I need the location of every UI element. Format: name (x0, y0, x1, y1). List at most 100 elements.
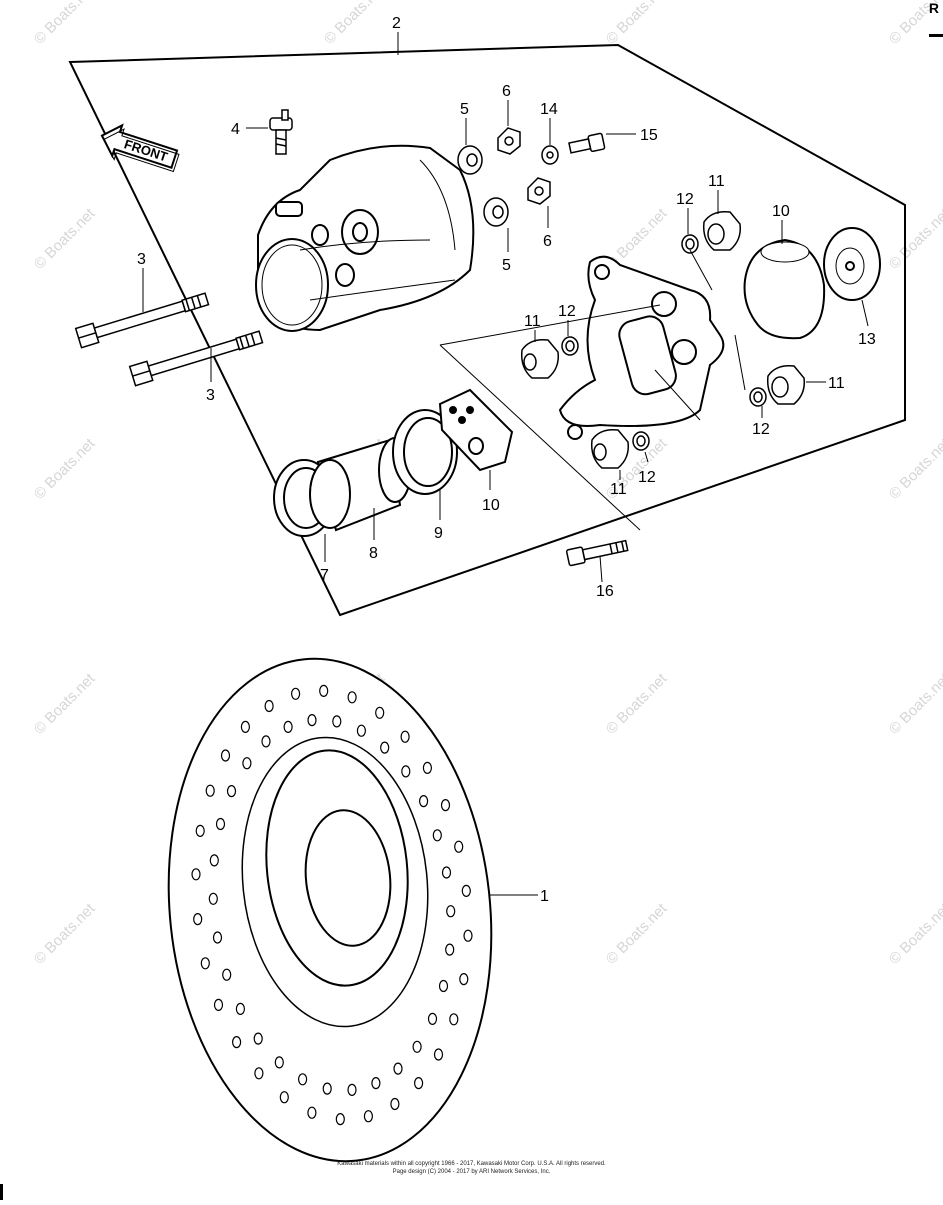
disc-hole (209, 854, 219, 867)
leader-line (689, 249, 713, 291)
watermark: © Boats.net (31, 435, 99, 503)
disc-hole (438, 979, 449, 993)
callout-3: 3 (137, 251, 146, 268)
callout-16: 16 (596, 583, 614, 600)
watermark: © Boats.net (31, 900, 99, 968)
caliper-bracket (558, 255, 725, 440)
disc-hole (363, 1110, 373, 1123)
callout-13: 13 (858, 331, 876, 348)
disc-hole (380, 741, 390, 754)
disc-hole (347, 1083, 357, 1097)
disc-hole (193, 912, 203, 926)
disc-hole (401, 765, 411, 778)
dust-boot (743, 238, 826, 340)
disc-hole (461, 884, 471, 898)
leader-line (654, 369, 701, 421)
watermark: © Boats.net (886, 435, 943, 503)
disc-hole (322, 1082, 332, 1095)
disc-hole (274, 1056, 284, 1069)
caliper-body (255, 144, 475, 332)
disc-hole (191, 868, 201, 881)
disc-hole (400, 730, 410, 743)
disc-hole (371, 1076, 381, 1090)
disc-hole (319, 684, 329, 698)
disc-hole (222, 968, 232, 981)
callout-15: 15 (640, 127, 658, 144)
caliper-bolt-lower (128, 330, 264, 387)
brake-pad (438, 388, 514, 472)
disc-hole (291, 687, 301, 700)
bleeder-valve (269, 109, 293, 155)
disc-holes (191, 684, 473, 1126)
disc-hole (347, 691, 357, 704)
leader-line (439, 344, 641, 531)
callout-12: 12 (558, 303, 576, 320)
disc-hole (261, 735, 271, 748)
callout-1: 1 (540, 888, 549, 905)
callout-12: 12 (638, 469, 656, 486)
bushing (520, 210, 806, 469)
disc-hole (454, 840, 464, 853)
watermark: © Boats.net (31, 670, 99, 738)
disc-hole (412, 1040, 422, 1053)
watermark: © Boats.net (886, 670, 943, 738)
callout-4: 4 (231, 121, 240, 138)
watermark: © Boats.net (31, 205, 99, 273)
callout-2: 2 (392, 15, 401, 32)
brake-disc (167, 657, 493, 1163)
disc-hole (307, 1106, 317, 1119)
watermark: © Boats.net (603, 900, 671, 968)
disc-hole (208, 892, 218, 905)
disc-hole (200, 957, 210, 970)
disc-hole (332, 715, 342, 728)
disc-hole (215, 817, 226, 831)
callout-7: 7 (320, 567, 329, 584)
disc-hole (220, 749, 231, 762)
disc-hole (419, 794, 429, 808)
watermark: © Boats.net (31, 0, 99, 48)
caliper-bolt-upper (74, 292, 210, 349)
leader-line (861, 299, 869, 327)
callout-6: 6 (502, 83, 511, 100)
disc-hole (254, 1067, 264, 1080)
disc-hole (427, 1012, 438, 1026)
mounting-bolt (565, 539, 629, 567)
leader-line (599, 555, 603, 583)
disc-hole (422, 761, 432, 775)
copyright-line-2: Page design (C) 2004 - 2017 by ARI Netwo… (392, 1169, 551, 1175)
callout-14: 14 (540, 101, 558, 118)
disc-hole (375, 706, 385, 719)
callout-10: 10 (772, 203, 790, 220)
disc-hole (441, 866, 452, 879)
leader-line (734, 334, 746, 391)
watermark: © Boats.net (886, 900, 943, 968)
callout-5: 5 (502, 257, 511, 274)
callout-11: 11 (524, 313, 541, 330)
callout-11: 11 (828, 375, 845, 392)
disc-hole (212, 931, 223, 944)
leader-line (439, 304, 661, 346)
callout-6: 6 (543, 233, 552, 250)
watermark: © Boats.net (603, 670, 671, 738)
callout-8: 8 (369, 545, 378, 562)
disc-hole (449, 1013, 459, 1026)
watermark: © Boats.net (321, 0, 389, 48)
disc-hole (393, 1062, 403, 1075)
corner-mark: R (928, 0, 939, 16)
watermarks: © Boats.net © Boats.net © Boats.net © Bo… (31, 0, 943, 968)
disc-hole (283, 720, 293, 734)
leader-line (644, 451, 649, 463)
piston (309, 437, 412, 532)
cap (823, 227, 881, 301)
disc-hole (432, 829, 442, 842)
disc-hole (279, 1091, 289, 1104)
disc-hole (213, 998, 224, 1012)
callout-5: 5 (460, 101, 469, 118)
bolt (568, 132, 606, 154)
washer (457, 145, 509, 227)
disc-hole (463, 929, 473, 942)
disc-hole (240, 720, 250, 734)
callout-12: 12 (752, 421, 770, 438)
disc-hole (226, 784, 237, 798)
